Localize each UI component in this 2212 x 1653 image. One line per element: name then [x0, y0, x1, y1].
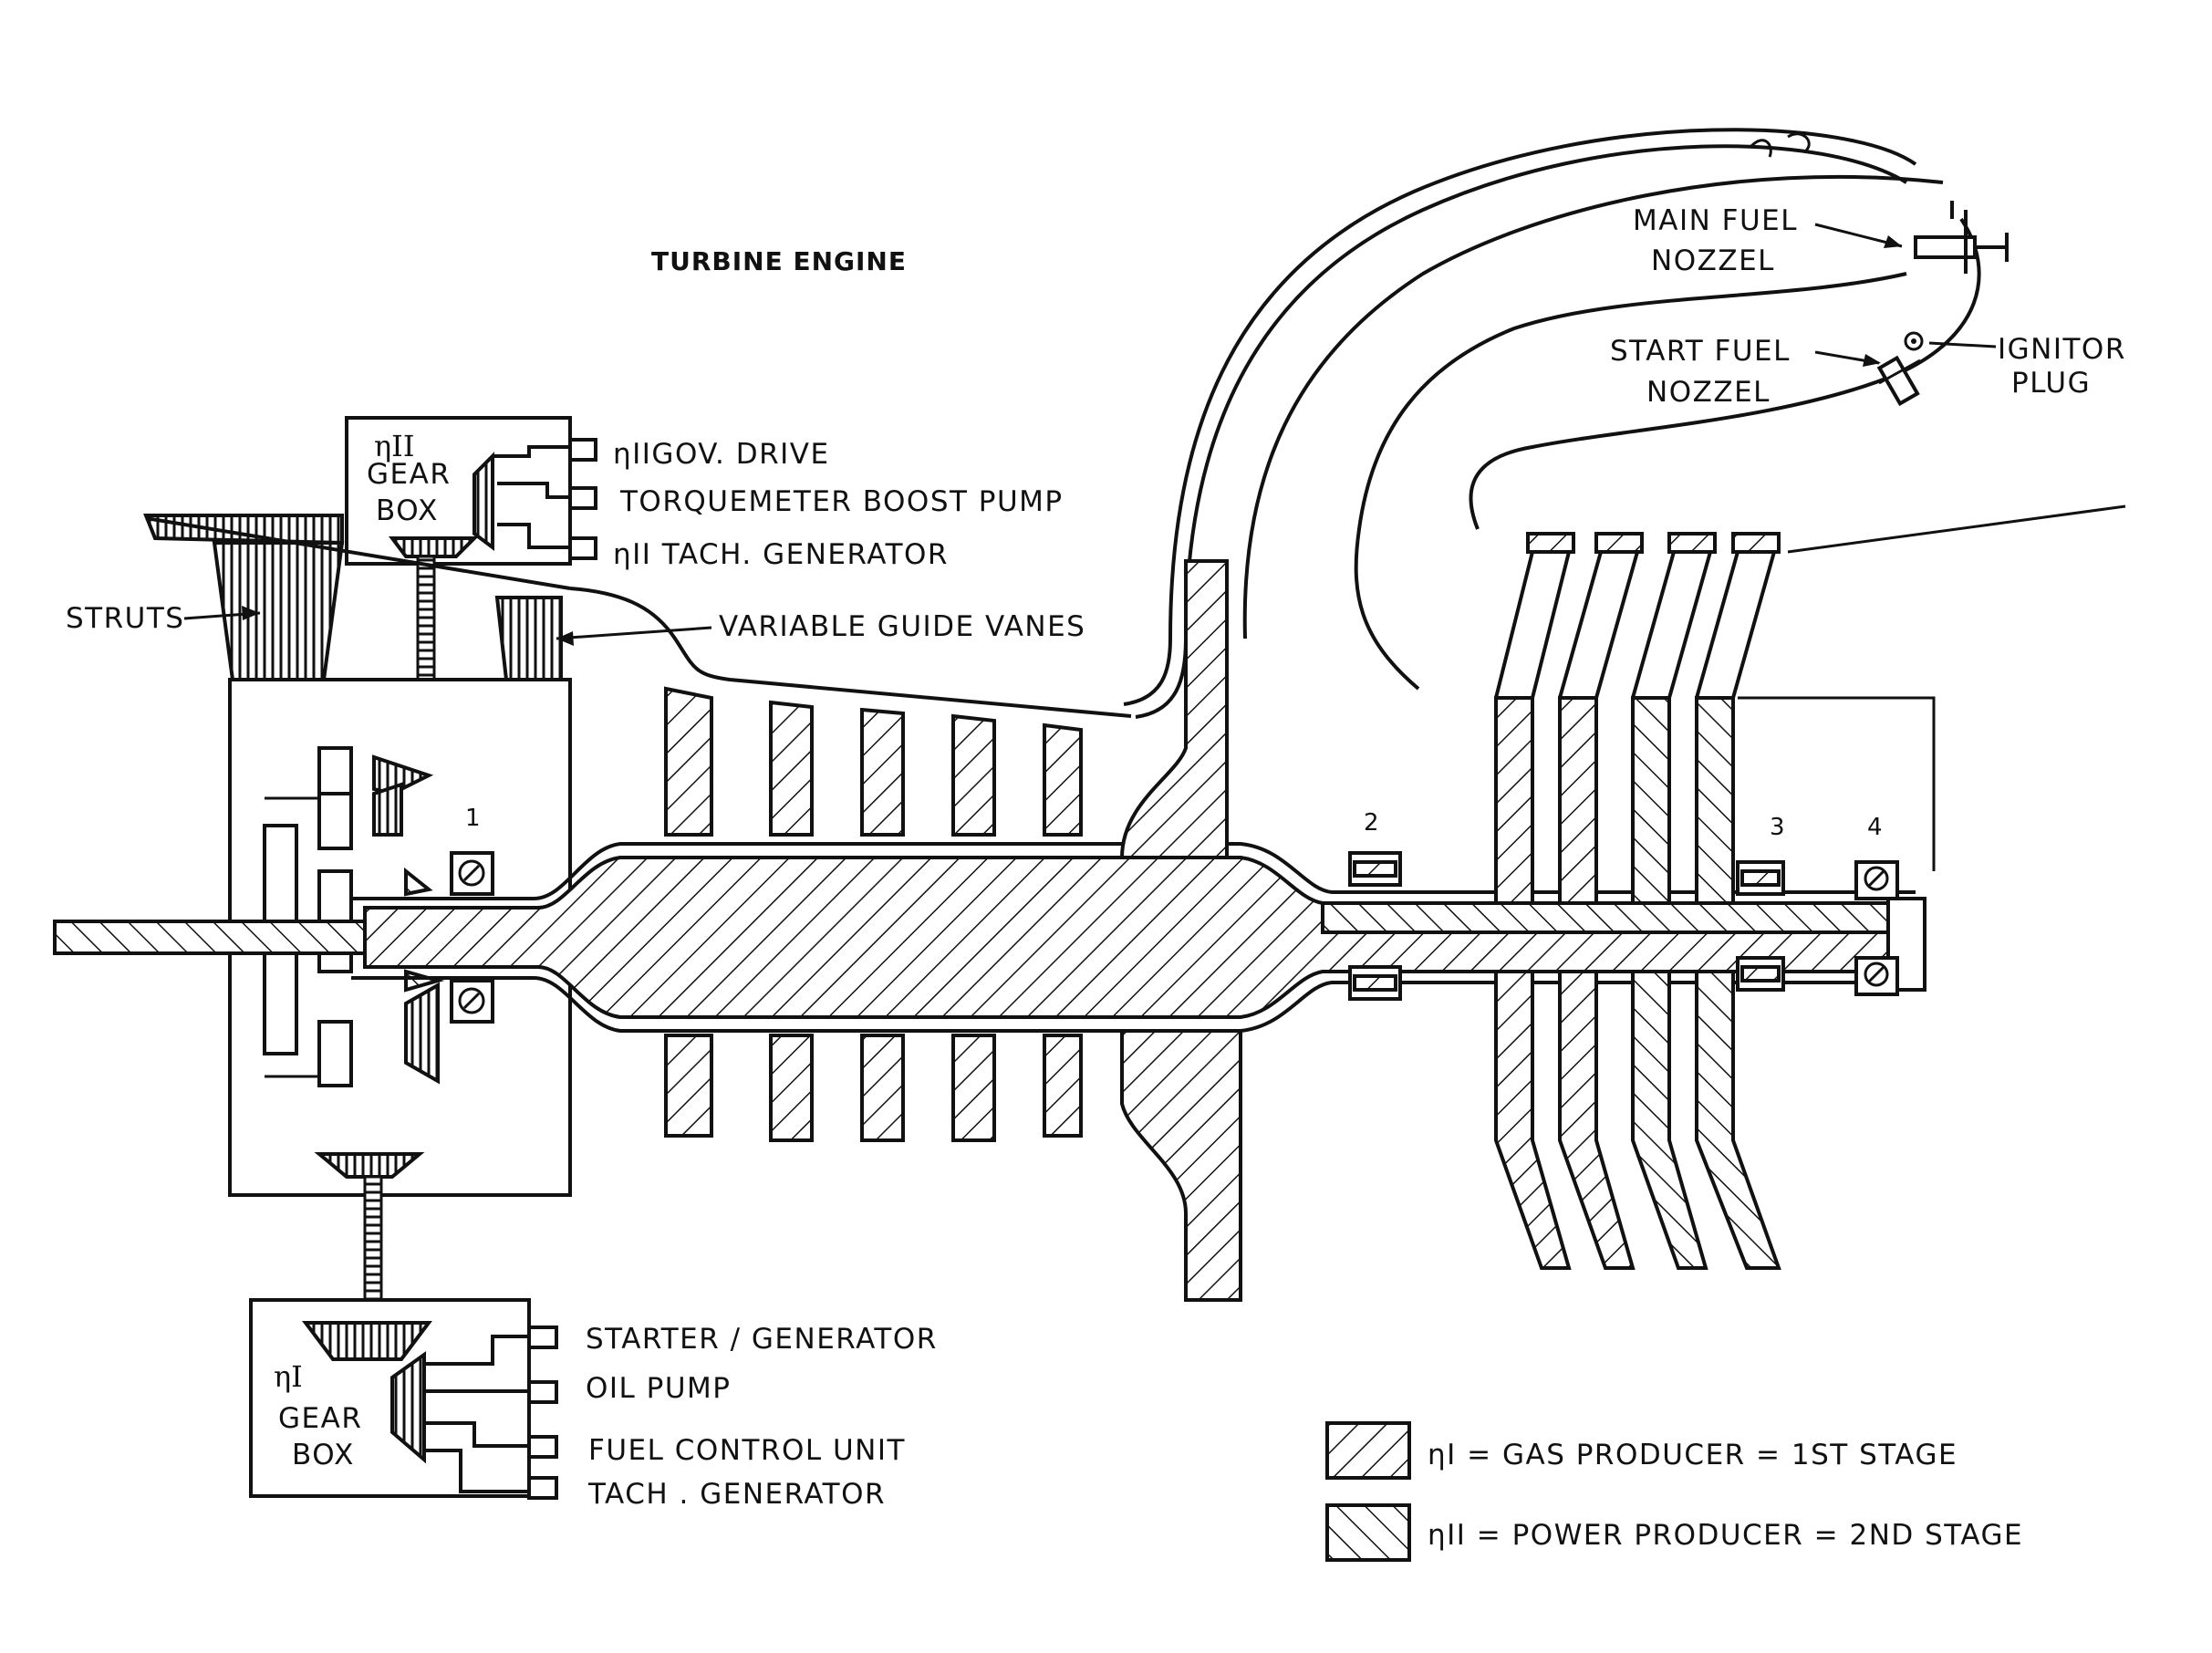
- bearing-4: [1854, 860, 1899, 996]
- bearing-1: [450, 851, 494, 1024]
- bottom-tach-generator-label: TACH . GENERATOR: [587, 1478, 886, 1511]
- starter-generator-label: STARTER / GENERATOR: [586, 1323, 938, 1356]
- top-gear-box-label-2: BOX: [376, 494, 439, 527]
- bearing-2-label: 2: [1364, 809, 1379, 837]
- torquemeter-boost-pump-label: TORQUEMETER BOOST PUMP: [619, 485, 1064, 518]
- power-producer-shaft: [1321, 901, 1917, 934]
- legend: ηI = GAS PRODUCER = 1ST STAGE ηII = POWE…: [1325, 1421, 2023, 1562]
- bottom-gear-box-label-1: GEAR: [278, 1402, 362, 1435]
- bearing-2: [1348, 851, 1402, 1001]
- main-fuel-nozzle: [1914, 201, 2009, 274]
- diagram-title: TURBINE ENGINE: [651, 246, 907, 276]
- oil-pump-label: OIL PUMP: [586, 1372, 732, 1405]
- bottom-gear-box-label-2: BOX: [292, 1439, 355, 1471]
- bottom-shaft-bevel-gear: [314, 1152, 425, 1179]
- bearing-3: [1736, 860, 1785, 992]
- compressor-stages: [664, 686, 1083, 1142]
- ignitor-leader: [1928, 341, 1997, 348]
- bearing-4-label: 4: [1867, 814, 1883, 841]
- bottom-gear-box-eta: ηI: [274, 1359, 303, 1394]
- legend-swatch-power-producer: [1325, 1503, 1411, 1562]
- struts-label: STRUTS: [66, 602, 184, 635]
- top-gear-box: [345, 416, 597, 566]
- centrifugal-impeller-top: [1119, 559, 1229, 859]
- top-tach-generator-label: ηII TACH. GENERATOR: [613, 538, 949, 571]
- top-gear-box-label-1: GEAR: [367, 458, 451, 491]
- centrifugal-impeller-bottom: [1120, 1029, 1242, 1302]
- legend-power-producer-label: ηII = POWER PRODUCER = 2ND STAGE: [1428, 1519, 2023, 1552]
- guide-vanes-leader: [556, 626, 712, 640]
- gov-drive-label: ηIIGOV. DRIVE: [613, 438, 830, 471]
- ignitor-label-2: PLUG: [2011, 367, 2091, 400]
- main-fuel-nozzle-label-1: MAIN FUEL: [1633, 204, 1798, 237]
- inlet-struts: [143, 514, 571, 681]
- combustor-liner: [1123, 128, 1981, 719]
- start-fuel-nozzle: [1876, 355, 1921, 407]
- ignitor-label-1: IGNITOR: [1998, 333, 2126, 366]
- bottom-gear-box: [249, 1298, 558, 1500]
- compressor-outer-casing: [569, 587, 1132, 718]
- variable-guide-vanes-label: VARIABLE GUIDE VANES: [719, 610, 1085, 643]
- bearing-1-label: 1: [465, 805, 481, 832]
- turbine-nozzle-vanes: [1526, 504, 2126, 554]
- fuel-control-unit-label: FUEL CONTROL UNIT: [588, 1434, 906, 1467]
- top-gear-box-eta: ηII: [374, 429, 414, 463]
- main-fuel-nozzle-label-2: NOZZEL: [1651, 244, 1775, 277]
- ignitor-plug: [1904, 331, 1924, 351]
- legend-gas-producer-label: ηI = GAS PRODUCER = 1ST STAGE: [1428, 1439, 1958, 1471]
- start-fuel-nozzle-label-2: NOZZEL: [1646, 376, 1771, 409]
- gas-producer-shaft: [363, 856, 1917, 1019]
- exhaust-frame: [1738, 696, 1936, 871]
- start-fuel-nozzle-label-1: START FUEL: [1610, 335, 1791, 368]
- turbine-blades: [1494, 551, 1781, 1270]
- bearing-3-label: 3: [1770, 814, 1785, 841]
- legend-swatch-gas-producer: [1325, 1421, 1411, 1480]
